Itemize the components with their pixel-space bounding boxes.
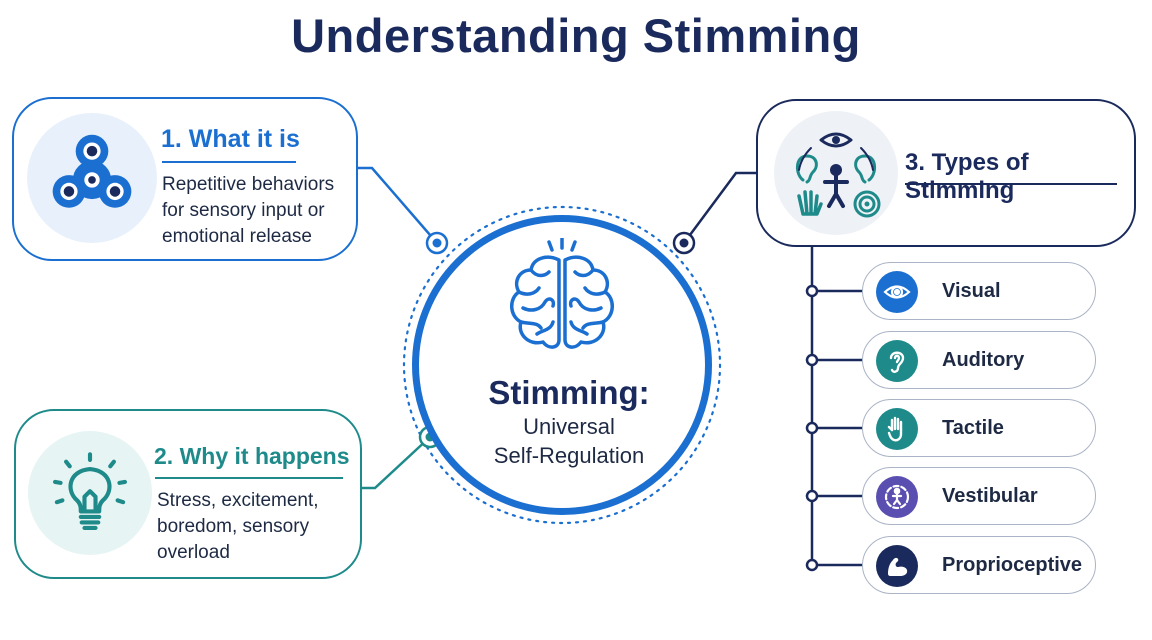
center-subtitle-line1: Universal	[523, 414, 615, 439]
type-label: Auditory	[942, 349, 1025, 371]
page-title: Understanding Stimming	[291, 9, 861, 62]
card-why-line: Stress, excitement,	[157, 490, 319, 511]
card-why-it-happens: 2. Why it happens Stress, excitement, bo…	[14, 409, 362, 579]
bus-node	[805, 284, 819, 298]
fidget-spinner-icon	[27, 113, 157, 243]
center-concept-circle: Stimming: Universal Self-Regulation	[412, 215, 712, 515]
card-what-line: emotional release	[162, 226, 312, 247]
card-why-description: Stress, excitement, boredom, sensory ove…	[157, 488, 319, 566]
type-pill-tactile: Tactile	[862, 399, 1096, 457]
card-what-line: for sensory input or	[162, 200, 325, 221]
type-label: Visual	[942, 280, 1001, 302]
card-what-heading: 1. What it is	[161, 125, 300, 153]
card-why-heading: 2. Why it happens	[154, 443, 350, 469]
card-what-divider	[162, 161, 296, 163]
type-pill-auditory: Auditory	[862, 331, 1096, 389]
type-label: Vestibular	[942, 485, 1038, 507]
flexed-arm-icon	[876, 545, 918, 587]
type-pill-visual: Visual	[862, 262, 1096, 320]
person-motion-icon	[876, 476, 918, 518]
lightbulb-icon	[28, 431, 152, 555]
brain-icon	[510, 238, 614, 349]
card-types-divider	[905, 183, 1117, 185]
bus-node	[805, 421, 819, 435]
bus-node	[805, 353, 819, 367]
hand-icon	[876, 408, 918, 450]
type-pill-vestibular: Vestibular	[862, 467, 1096, 525]
type-pill-proprioceptive: Proprioceptive	[862, 536, 1096, 594]
center-subtitle-line2: Self-Regulation	[493, 443, 645, 468]
card-what-description: Repetitive behaviors for sensory input o…	[162, 172, 334, 250]
ear-icon	[876, 340, 918, 382]
bus-node	[805, 489, 819, 503]
senses-cluster-icon	[774, 111, 898, 235]
card-what-it-is: 1. What it is Repetitive behaviors for s…	[12, 97, 358, 261]
card-why-line: boredom, sensory	[157, 516, 310, 537]
card-what-line: Repetitive behaviors	[162, 174, 335, 195]
type-label: Tactile	[942, 417, 1004, 439]
card-types-heading: 3. Types of Stimming	[905, 149, 1029, 204]
card-why-divider	[155, 477, 343, 479]
card-types-of-stimming: 3. Types of Stimming	[756, 99, 1136, 247]
bus-node	[805, 558, 819, 572]
type-label: Proprioceptive	[942, 554, 1083, 576]
eye-icon	[876, 271, 918, 313]
card-why-line: overload	[157, 542, 230, 563]
center-title: Stimming:	[488, 374, 650, 411]
